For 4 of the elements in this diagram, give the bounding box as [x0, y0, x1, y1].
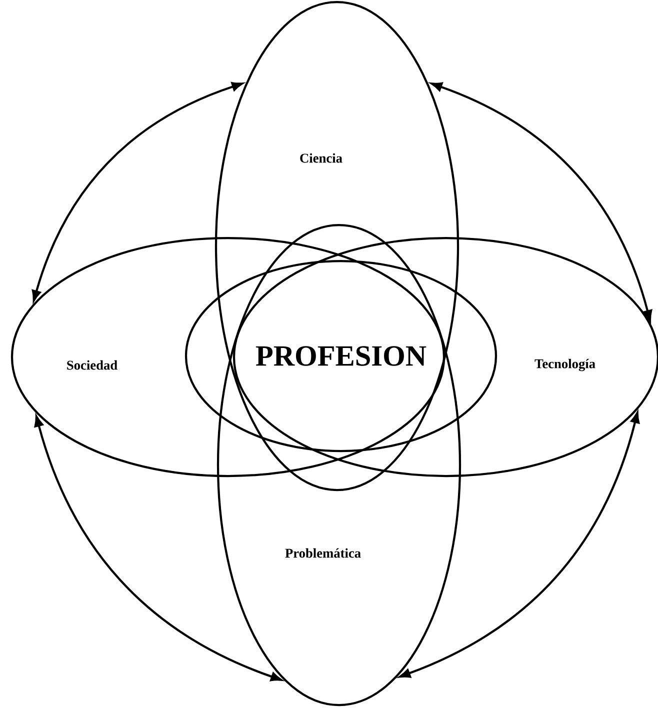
double-arrow [399, 412, 640, 678]
double-arrow [34, 416, 282, 682]
double-arrow [431, 82, 652, 322]
ellipse-node: PROFESION [184, 260, 498, 452]
